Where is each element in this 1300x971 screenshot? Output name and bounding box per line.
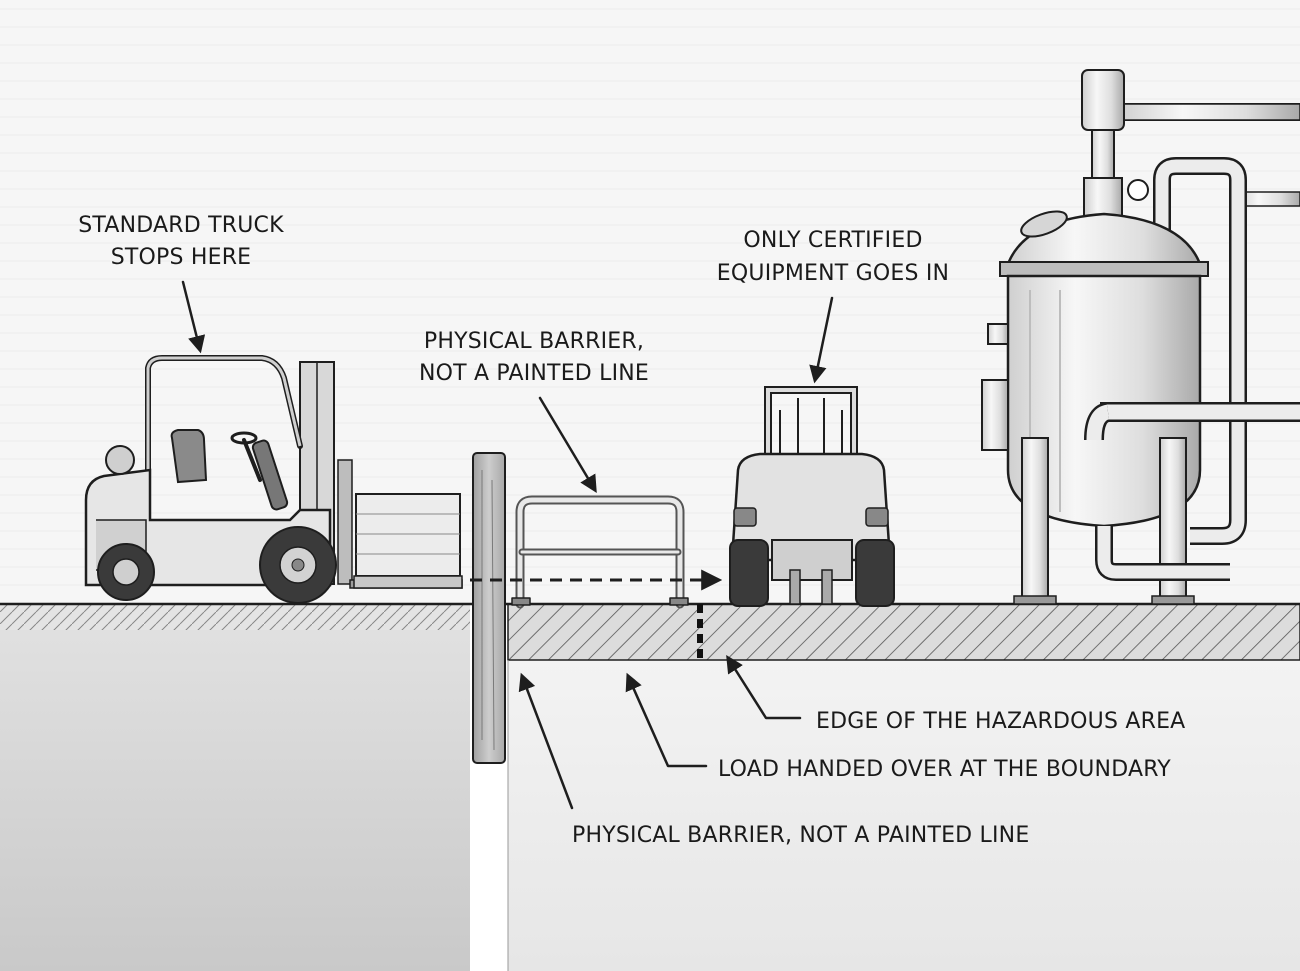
barrier-top-leader (538, 396, 597, 494)
standard-truck-label-line2: STOPS HERE (111, 245, 252, 270)
handover-label: LOAD HANDED OVER AT THE BOUNDARY (718, 757, 1171, 782)
barrier-top-label-line2: NOT A PAINTED LINE (419, 361, 649, 386)
barrier-top-label-line1: PHYSICAL BARRIER, (424, 329, 644, 354)
standard-truck-leader (181, 280, 206, 354)
hazard-zone-floor-slab (507, 603, 1300, 661)
certified-forklift-icon (729, 386, 895, 607)
callout-leaders (181, 280, 834, 810)
forklift-icon (84, 355, 463, 604)
standard-truck-label-line1: STANDARD TRUCK (78, 213, 284, 238)
guard-rail-icon (511, 495, 689, 609)
reactor-vessel-icon (981, 69, 1300, 605)
certified-label-line2: EQUIPMENT GOES IN (717, 261, 949, 286)
barrier-bottom-leader (518, 672, 574, 810)
hazard-edge-label: EDGE OF THE HAZARDOUS AREA (816, 709, 1185, 734)
safe-zone-ground (0, 604, 470, 971)
handover-leader (625, 672, 708, 768)
certified-leader (809, 296, 834, 384)
barrier-post-icon (472, 452, 506, 764)
hazard-zone-ground (508, 660, 1300, 971)
barrier-bottom-label: PHYSICAL BARRIER, NOT A PAINTED LINE (572, 823, 1029, 848)
safe-zone-floor-hatch (0, 604, 470, 630)
certified-label-line1: ONLY CERTIFIED (743, 228, 922, 253)
hazard-edge-leader (726, 655, 802, 720)
